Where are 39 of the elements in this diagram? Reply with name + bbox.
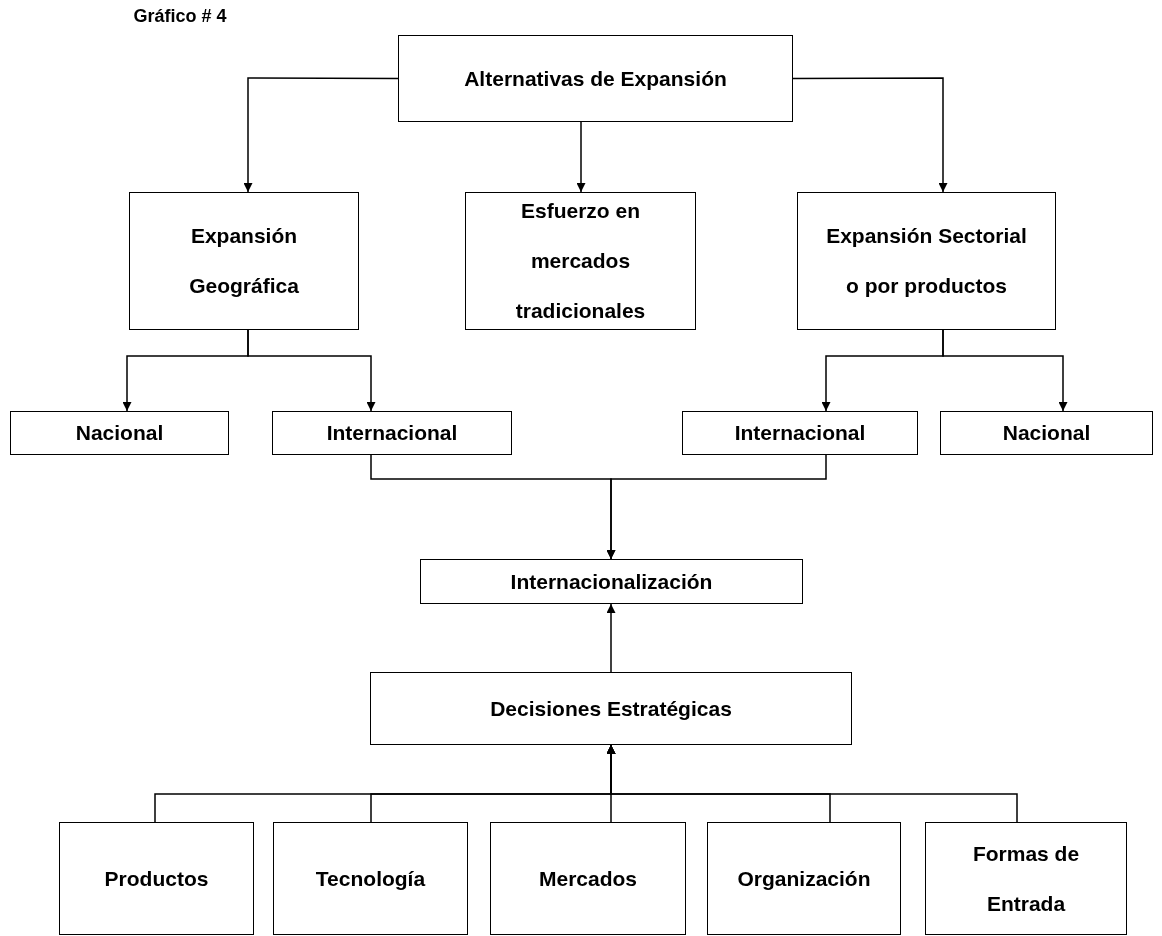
arrow [942, 329, 1068, 412]
process-box [273, 822, 468, 935]
box-label: Alternativas de Expansión [464, 65, 727, 92]
process-box [370, 672, 852, 745]
box-label: Esfuerzo en mercados tradicionales [514, 198, 647, 324]
box-label: Internacional [734, 420, 866, 446]
arrow [576, 121, 586, 193]
arrow [247, 329, 376, 412]
box-label: Expansión Sectorial o por productos [825, 223, 1028, 299]
process-box [129, 192, 359, 330]
box-label: Organización [737, 865, 871, 892]
process-box [797, 192, 1056, 330]
box-label: Nacional [75, 420, 164, 446]
arrow [792, 77, 948, 193]
box-label: Formas de Entrada [971, 840, 1081, 917]
box-label: Internacionalización [510, 568, 713, 595]
box-label: Nacional [1002, 420, 1091, 446]
diagram-title: Gráfico # 4 [132, 6, 228, 27]
box-label: Mercados [538, 865, 637, 892]
arrow [606, 454, 827, 560]
process-box [925, 822, 1127, 935]
box-label: Tecnología [315, 865, 426, 892]
process-box [465, 192, 696, 330]
process-box [490, 822, 686, 935]
process-box [59, 822, 254, 935]
process-box [10, 411, 229, 455]
process-box [682, 411, 918, 455]
arrow [243, 77, 399, 193]
box-label: Expansión Geográfica [188, 223, 300, 299]
process-box [420, 559, 803, 604]
process-box [398, 35, 793, 122]
box-label: Decisiones Estratégicas [490, 695, 732, 722]
process-box [940, 411, 1153, 455]
box-label: Internacional [326, 420, 458, 446]
arrow [606, 603, 616, 673]
process-box [707, 822, 901, 935]
process-box [272, 411, 512, 455]
arrow [606, 744, 1018, 823]
box-label: Productos [104, 865, 209, 892]
